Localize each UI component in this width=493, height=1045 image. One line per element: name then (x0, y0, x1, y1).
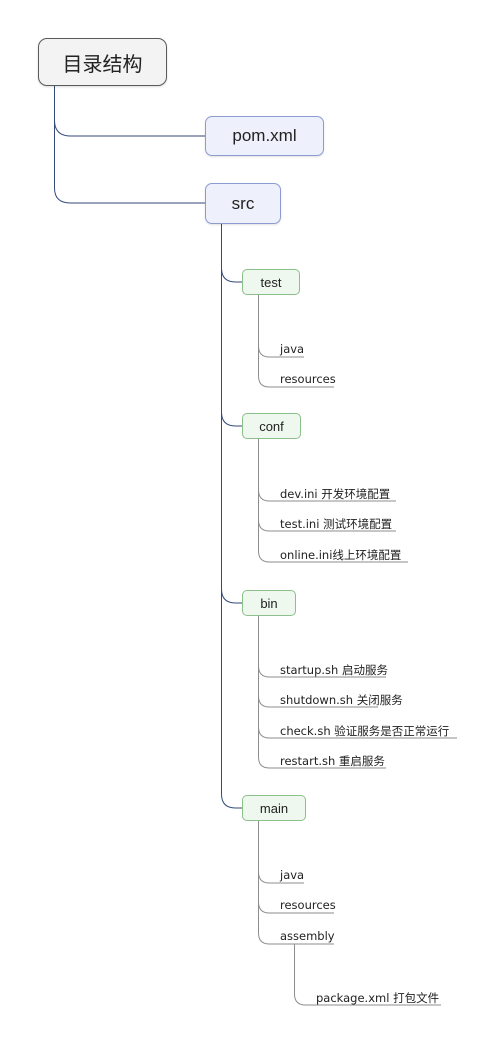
connector-main-assembly (258, 821, 334, 945)
connector-root-pom (54, 86, 205, 137)
main-assembly-item[interactable]: assembly (280, 929, 335, 943)
bin-node[interactable]: bin (242, 590, 296, 616)
conf-dev-ini-item[interactable]: dev.ini 开发环境配置 (280, 487, 391, 501)
test-label: test (260, 274, 282, 290)
connector-bin-restart (258, 616, 386, 769)
connector-src-conf (221, 224, 242, 427)
test-java-item[interactable]: java (280, 342, 305, 356)
test-resources-item[interactable]: resources (280, 372, 336, 386)
connector-src-bin (221, 224, 242, 604)
bin-shutdown-item[interactable]: shutdown.sh 关闭服务 (280, 693, 403, 707)
connector-root-src (54, 86, 205, 204)
pom-xml-node[interactable]: pom.xml (205, 116, 324, 156)
main-node[interactable]: main (242, 795, 306, 821)
src-node[interactable]: src (205, 183, 281, 224)
conf-node[interactable]: conf (242, 413, 301, 439)
connector-src-test (221, 224, 242, 283)
connector-assembly-package (294, 944, 441, 1006)
main-label: main (259, 800, 289, 816)
bin-startup-item[interactable]: startup.sh 启动服务 (280, 663, 388, 677)
main-java-item[interactable]: java (280, 868, 305, 882)
pom-xml-label: pom.xml (232, 126, 297, 145)
bin-restart-item[interactable]: restart.sh 重启服务 (280, 754, 385, 768)
conf-online-ini-item[interactable]: online.ini线上环境配置 (280, 548, 402, 562)
package-xml-item[interactable]: package.xml 打包文件 (316, 991, 440, 1005)
connector-conf-online (258, 439, 408, 563)
bin-check-item[interactable]: check.sh 验证服务是否正常运行 (280, 724, 450, 738)
conf-test-ini-item[interactable]: test.ini 测试环境配置 (280, 517, 393, 531)
connector-test-resources (258, 295, 334, 388)
bin-label: bin (260, 595, 278, 611)
connector-src-main (221, 224, 242, 809)
src-label: src (231, 193, 255, 213)
main-resources-item[interactable]: resources (280, 898, 336, 912)
test-node[interactable]: test (242, 269, 300, 295)
conf-label: conf (259, 418, 284, 434)
root-node[interactable]: 目录结构 (38, 38, 167, 86)
root-label: 目录结构 (62, 51, 143, 76)
